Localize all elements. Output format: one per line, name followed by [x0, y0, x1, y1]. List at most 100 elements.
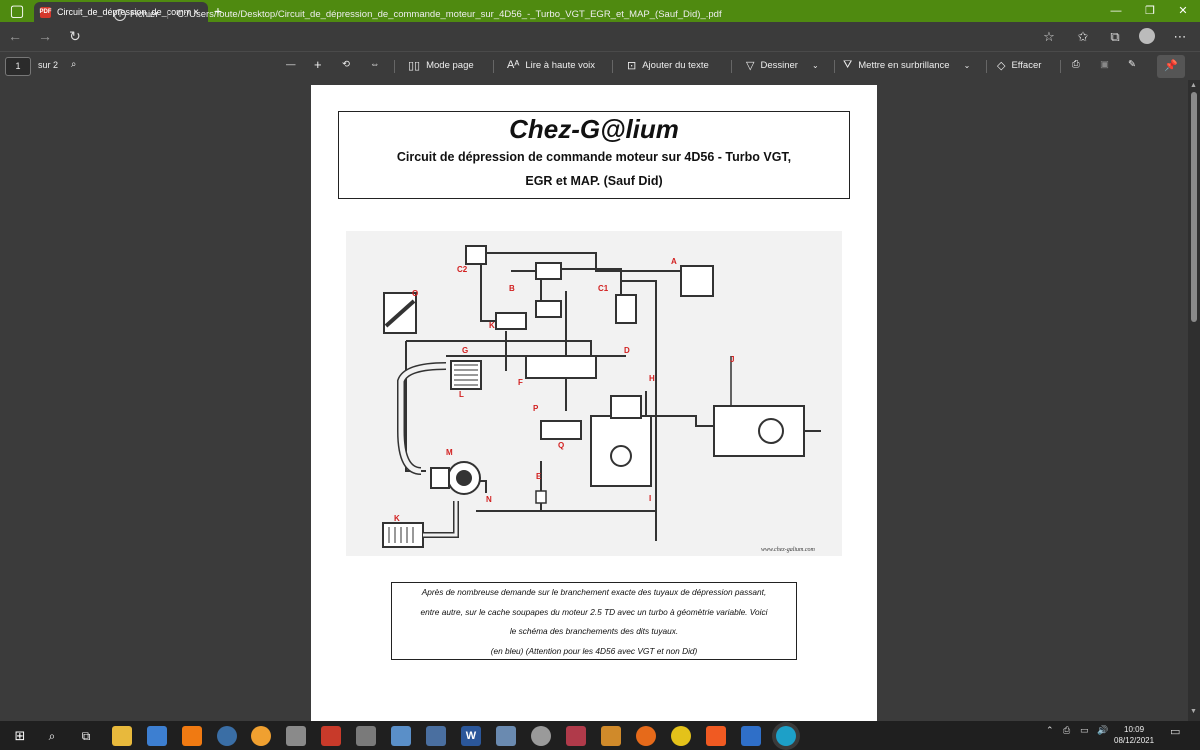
- page-count: sur 2: [38, 60, 59, 70]
- document-subtitle-line2: EGR et MAP. (Sauf Did): [525, 174, 663, 188]
- page-mode-icon: ▯▯: [408, 60, 421, 72]
- svg-text:N: N: [486, 495, 492, 504]
- volume-icon[interactable]: 🔊: [1097, 725, 1109, 735]
- scroll-down-icon[interactable]: ▼: [1190, 708, 1197, 715]
- note-line: Après de nombreuse demande sur le branch…: [421, 587, 767, 597]
- favorites-icon[interactable]: ✩: [1077, 29, 1089, 44]
- svg-text:G: G: [462, 346, 468, 355]
- taskbar: ⊞ ⌕ ⧉ W ⌃ ⎙ ▭ 🔊 10:09 08/12/2021 ▭: [0, 721, 1200, 750]
- note-line: (en bleu) (Attention pour les 4D56 avec …: [490, 645, 698, 656]
- system-clock[interactable]: 10:09 08/12/2021: [1114, 724, 1154, 746]
- rotate-icon[interactable]: ⟲: [342, 59, 350, 70]
- toolbar-divider: [1060, 60, 1061, 73]
- app-icon-2[interactable]: [251, 726, 271, 746]
- erase-button[interactable]: ◇ Effacer: [997, 59, 1041, 72]
- scrollbar-thumb[interactable]: [1191, 92, 1197, 322]
- svg-text:A: A: [671, 257, 677, 266]
- app-icon-7[interactable]: [496, 726, 516, 746]
- add-favorite-icon[interactable]: ☆: [1043, 29, 1055, 44]
- file-explorer-icon[interactable]: [112, 726, 132, 746]
- app-icon-6[interactable]: [426, 726, 446, 746]
- minimize-button[interactable]: —: [1110, 5, 1122, 17]
- pdf-viewer[interactable]: Chez-G@lium Circuit de dépression de com…: [0, 80, 1200, 721]
- svg-text:I: I: [649, 494, 651, 503]
- zoom-out-icon[interactable]: —: [286, 59, 296, 70]
- site-label: Fichier: [130, 9, 159, 20]
- mail-icon[interactable]: [147, 726, 167, 746]
- more-menu-icon[interactable]: ⋯: [1173, 29, 1187, 44]
- zoom-in-icon[interactable]: +: [314, 57, 322, 72]
- url-field[interactable]: i Fichier | C:/Users/foute/Desktop/Circu…: [104, 3, 1064, 26]
- new-tab-button[interactable]: +: [213, 3, 223, 19]
- app-icon-3[interactable]: [286, 726, 306, 746]
- page-mode-label: Mode page: [426, 60, 474, 71]
- highlight-icon: ⛛: [843, 59, 853, 71]
- scroll-up-icon[interactable]: ▲: [1190, 82, 1197, 89]
- url-text[interactable]: C:/Users/foute/Desktop/Circuit_de_dépres…: [176, 9, 722, 20]
- app-icon-5[interactable]: [356, 726, 376, 746]
- profile-avatar[interactable]: [1139, 28, 1155, 44]
- fit-page-icon[interactable]: ⇔: [370, 59, 380, 70]
- word-icon[interactable]: W: [461, 726, 481, 746]
- refresh-icon[interactable]: ↻: [69, 28, 81, 44]
- highlight-chevron-down-icon[interactable]: ⌄: [963, 61, 971, 70]
- print-icon[interactable]: ⎙: [1072, 59, 1080, 70]
- tab-close-button[interactable]: ×: [193, 6, 199, 18]
- network-icon[interactable]: ⎙: [1063, 725, 1071, 735]
- svg-text:M: M: [446, 448, 453, 457]
- url-separator: |: [166, 9, 169, 20]
- document-subtitle-line1: Circuit de dépression de commande moteur…: [396, 150, 792, 164]
- window-menu-icon[interactable]: ▢: [9, 3, 25, 20]
- notification-icon[interactable]: ▭: [1170, 726, 1181, 738]
- app-icon-8[interactable]: [531, 726, 551, 746]
- svg-text:J: J: [730, 355, 734, 364]
- svg-text:C1: C1: [598, 284, 609, 293]
- svg-text:E: E: [536, 472, 542, 481]
- pin-toolbar-icon[interactable]: 📌: [1157, 55, 1185, 78]
- draw-label: Dessiner: [760, 60, 798, 71]
- forward-icon[interactable]: →: [38, 28, 52, 44]
- search-icon[interactable]: ⌕: [71, 59, 77, 70]
- info-icon[interactable]: i: [114, 8, 126, 21]
- battery-icon[interactable]: ▭: [1080, 725, 1089, 735]
- app-icon-4[interactable]: [321, 726, 341, 746]
- app-icon-11[interactable]: [741, 726, 761, 746]
- task-view-icon[interactable]: ⧉: [81, 729, 91, 743]
- edge-icon[interactable]: [776, 726, 796, 746]
- app-icon-1[interactable]: [217, 726, 237, 746]
- calculator-icon[interactable]: [391, 726, 411, 746]
- vertical-scrollbar[interactable]: ▲ ▼: [1188, 80, 1200, 721]
- read-aloud-button[interactable]: Aᴬ Lire à haute voix: [507, 59, 595, 71]
- firefox-icon[interactable]: [636, 726, 656, 746]
- start-icon[interactable]: ⊞: [14, 728, 26, 743]
- add-text-icon: ⊡: [627, 60, 637, 72]
- address-bar: ← → ↻: [0, 22, 1200, 51]
- add-text-label: Ajouter du texte: [642, 60, 709, 71]
- add-text-button[interactable]: ⊡ Ajouter du texte: [627, 59, 709, 72]
- vacuum-circuit-diagram: C2 A B C1 O K G D F H L J P Q M E I: [346, 231, 842, 556]
- collections-icon[interactable]: ⧉: [1110, 29, 1120, 44]
- draw-chevron-down-icon[interactable]: ⌄: [811, 61, 819, 70]
- diagram-drawing: C2 A B C1 O K G D F H L J P Q M E I: [382, 245, 821, 553]
- save-icon[interactable]: ▣: [1100, 59, 1109, 70]
- svg-text:K: K: [489, 321, 495, 330]
- page-number-input[interactable]: 1: [5, 57, 31, 76]
- diagram-credit-text: www.chez-galium.com: [761, 547, 816, 553]
- page-mode-button[interactable]: ▯▯ Mode page: [408, 59, 474, 72]
- yandex-icon[interactable]: [671, 726, 691, 746]
- draw-button[interactable]: ▽ Dessiner ⌄: [746, 59, 819, 72]
- svg-text:B: B: [509, 284, 515, 293]
- tray-chevron-up-icon[interactable]: ⌃: [1046, 725, 1054, 735]
- search-icon[interactable]: ⌕: [48, 729, 56, 743]
- brave-icon[interactable]: [706, 726, 726, 746]
- app-icon-10[interactable]: [601, 726, 621, 746]
- app-icon-9[interactable]: [566, 726, 586, 746]
- restore-button[interactable]: ❐: [1145, 5, 1155, 17]
- save-as-icon[interactable]: ✎: [1128, 59, 1136, 70]
- close-window-button[interactable]: ✕: [1178, 5, 1188, 17]
- toolbar-divider: [612, 60, 613, 73]
- highlight-button[interactable]: ⛛ Mettre en surbrillance ⌄: [843, 59, 970, 72]
- highlight-label: Mettre en surbrillance: [858, 60, 950, 71]
- vlc-icon[interactable]: [182, 726, 202, 746]
- back-icon[interactable]: ←: [8, 28, 22, 44]
